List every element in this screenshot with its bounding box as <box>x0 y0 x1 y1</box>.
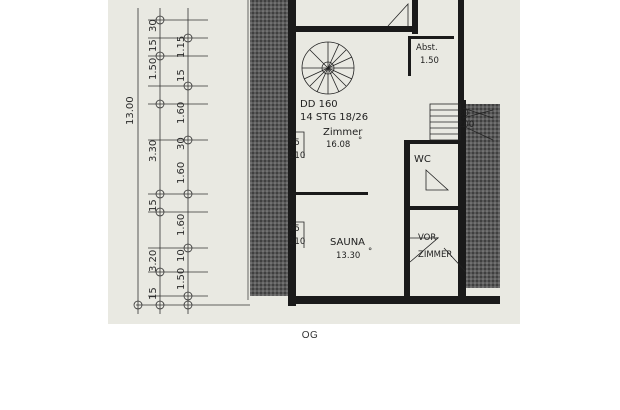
dim-label: 1.60 <box>176 102 187 124</box>
dim-label: 3.30 <box>148 140 159 162</box>
door-height: 210 <box>289 237 305 247</box>
dim-label: 1.60 <box>176 162 187 184</box>
side-stair <box>429 103 461 141</box>
dim-label: 30 <box>176 137 187 150</box>
floor-plan-drawing: 13.00 30 1.15 15 1.50 15 1.60 30 3.30 1.… <box>108 0 520 324</box>
stair-spec-line1: DD 160 <box>300 99 338 110</box>
stair-spec-line2: 14 STG 18/26 <box>300 112 368 123</box>
dim-label: 15 <box>148 287 159 300</box>
zimmer-name: Zimmer <box>323 127 363 138</box>
dim-label: 15 <box>148 39 159 52</box>
svg-text:°: ° <box>368 247 372 257</box>
window-width: 80 <box>458 109 469 119</box>
door-width: 95 <box>289 138 300 148</box>
zimmer-area: 16.08 <box>326 140 350 150</box>
dimension-lines <box>136 8 250 314</box>
dim-label: 15 <box>176 69 187 82</box>
spiral-stair <box>301 41 355 95</box>
window-height: 200 <box>458 120 474 130</box>
dimension-labels: 13.00 30 1.15 15 1.50 15 1.60 30 3.30 1.… <box>125 19 187 300</box>
dim-label: 1.60 <box>176 214 187 236</box>
svg-text:°: ° <box>358 136 362 146</box>
dim-label: 1.15 <box>176 36 187 58</box>
dimension-markers <box>133 15 193 310</box>
door-width: 95 <box>289 224 300 234</box>
sauna-name: SAUNA <box>330 237 365 248</box>
floor-caption: OG <box>301 330 319 341</box>
door-swing <box>387 2 409 27</box>
dim-label: 15 <box>148 199 159 212</box>
door-height: 210 <box>289 151 305 161</box>
walls <box>250 0 500 306</box>
dim-label: 1.50 <box>148 58 159 80</box>
vorzimmer-line1: VOR- <box>418 233 439 243</box>
dim-label: 10 <box>176 249 187 262</box>
abst-area: 1.50 <box>420 56 439 66</box>
floor-plan: 13.00 30 1.15 15 1.50 15 1.60 30 3.30 1.… <box>108 0 520 324</box>
wc-door-swing <box>425 169 450 191</box>
sauna-area: 13.30 <box>336 251 360 261</box>
dim-label: 1.50 <box>176 268 187 290</box>
overall-dimension: 13.00 <box>125 96 136 125</box>
abst-name: Abst. <box>416 43 438 53</box>
dim-label: 3.20 <box>148 250 159 272</box>
vorzimmer-line2: ZIMMER <box>418 250 452 260</box>
dim-label: 30 <box>148 19 159 32</box>
wc-name: WC <box>414 154 431 165</box>
room-labels: DD 160 14 STG 18/26 Zimmer 16.08 ° SAUNA… <box>289 43 474 261</box>
